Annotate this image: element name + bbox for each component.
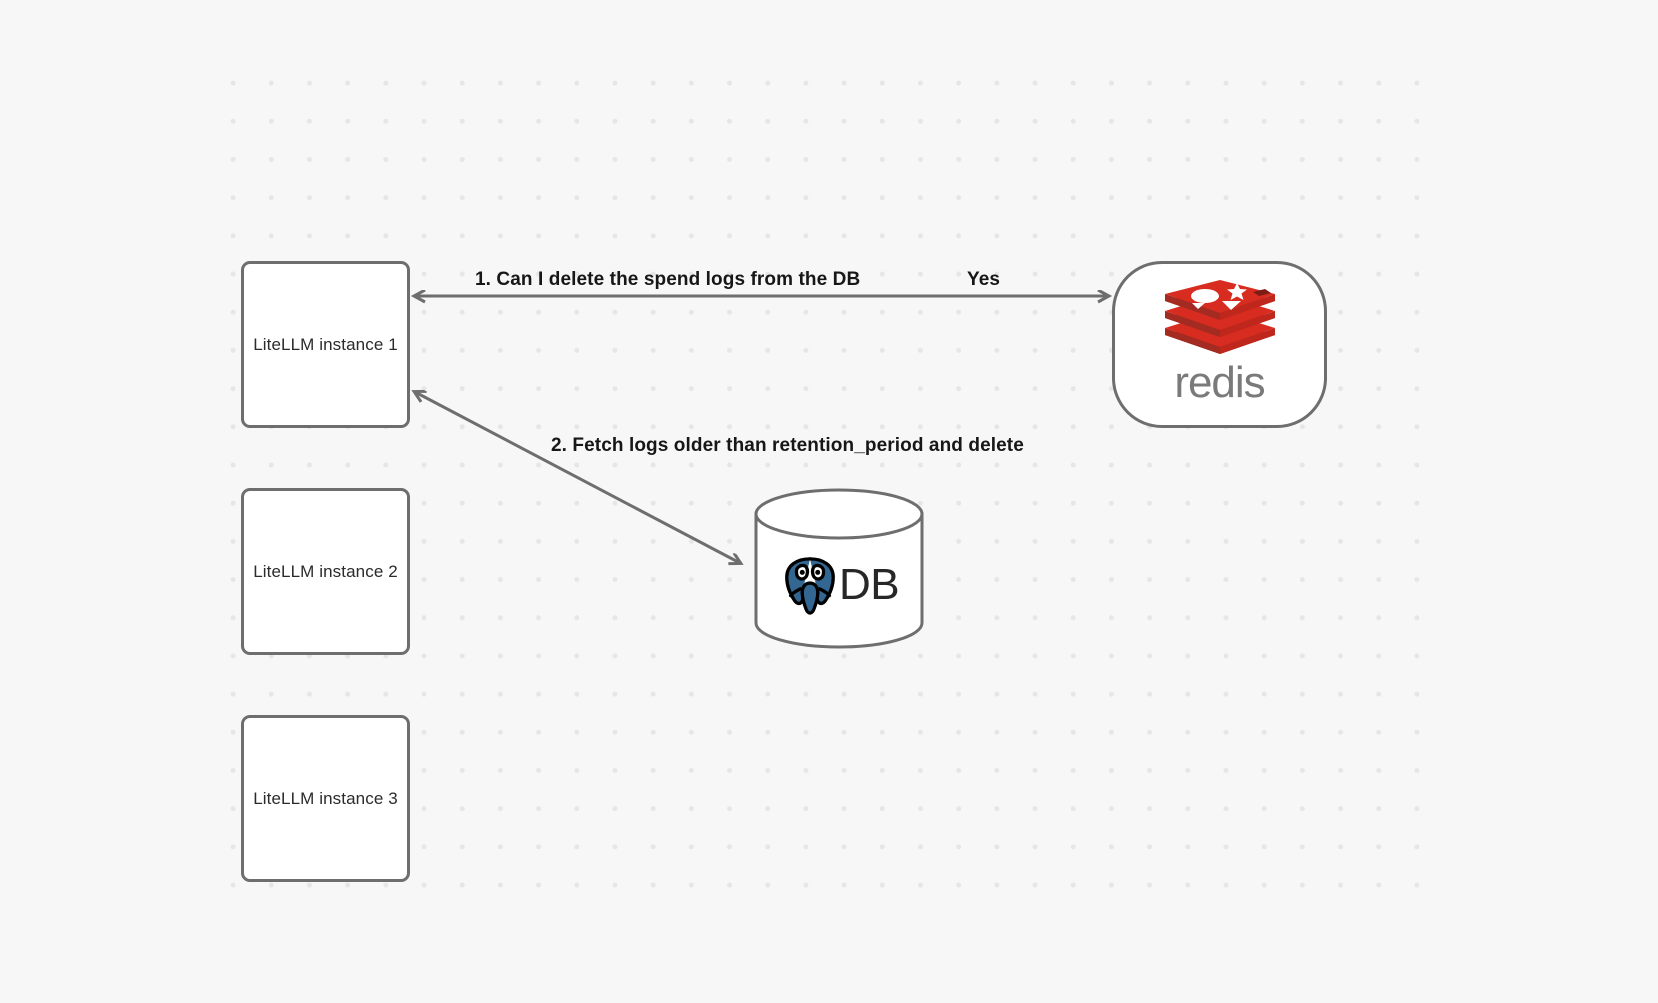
node-database[interactable]: DB: [753, 487, 925, 650]
node-label: LiteLLM instance 1: [253, 334, 398, 354]
postgresql-elephant-icon: [785, 556, 835, 615]
node-label: LiteLLM instance 2: [253, 561, 398, 581]
node-litellm-instance-3[interactable]: LiteLLM instance 3: [241, 715, 410, 882]
node-litellm-instance-2[interactable]: LiteLLM instance 2: [241, 488, 410, 655]
db-label: DB: [838, 559, 900, 609]
node-redis[interactable]: redis: [1112, 261, 1327, 428]
edge-label-yes: Yes: [967, 269, 1001, 290]
cylinder-shape: [754, 488, 924, 649]
edge-label-2: 2. Fetch logs older than retention_perio…: [551, 435, 1024, 456]
redis-logo-icon: [1164, 280, 1275, 354]
node-label: LiteLLM instance 3: [253, 788, 398, 808]
redis-logo-wrap: redis: [1161, 280, 1279, 405]
edge-label-1: 1. Can I delete the spend logs from the …: [475, 269, 861, 290]
redis-wordmark: redis: [1174, 358, 1265, 407]
node-litellm-instance-1[interactable]: LiteLLM instance 1: [241, 261, 410, 428]
db-content: DB: [753, 503, 925, 666]
